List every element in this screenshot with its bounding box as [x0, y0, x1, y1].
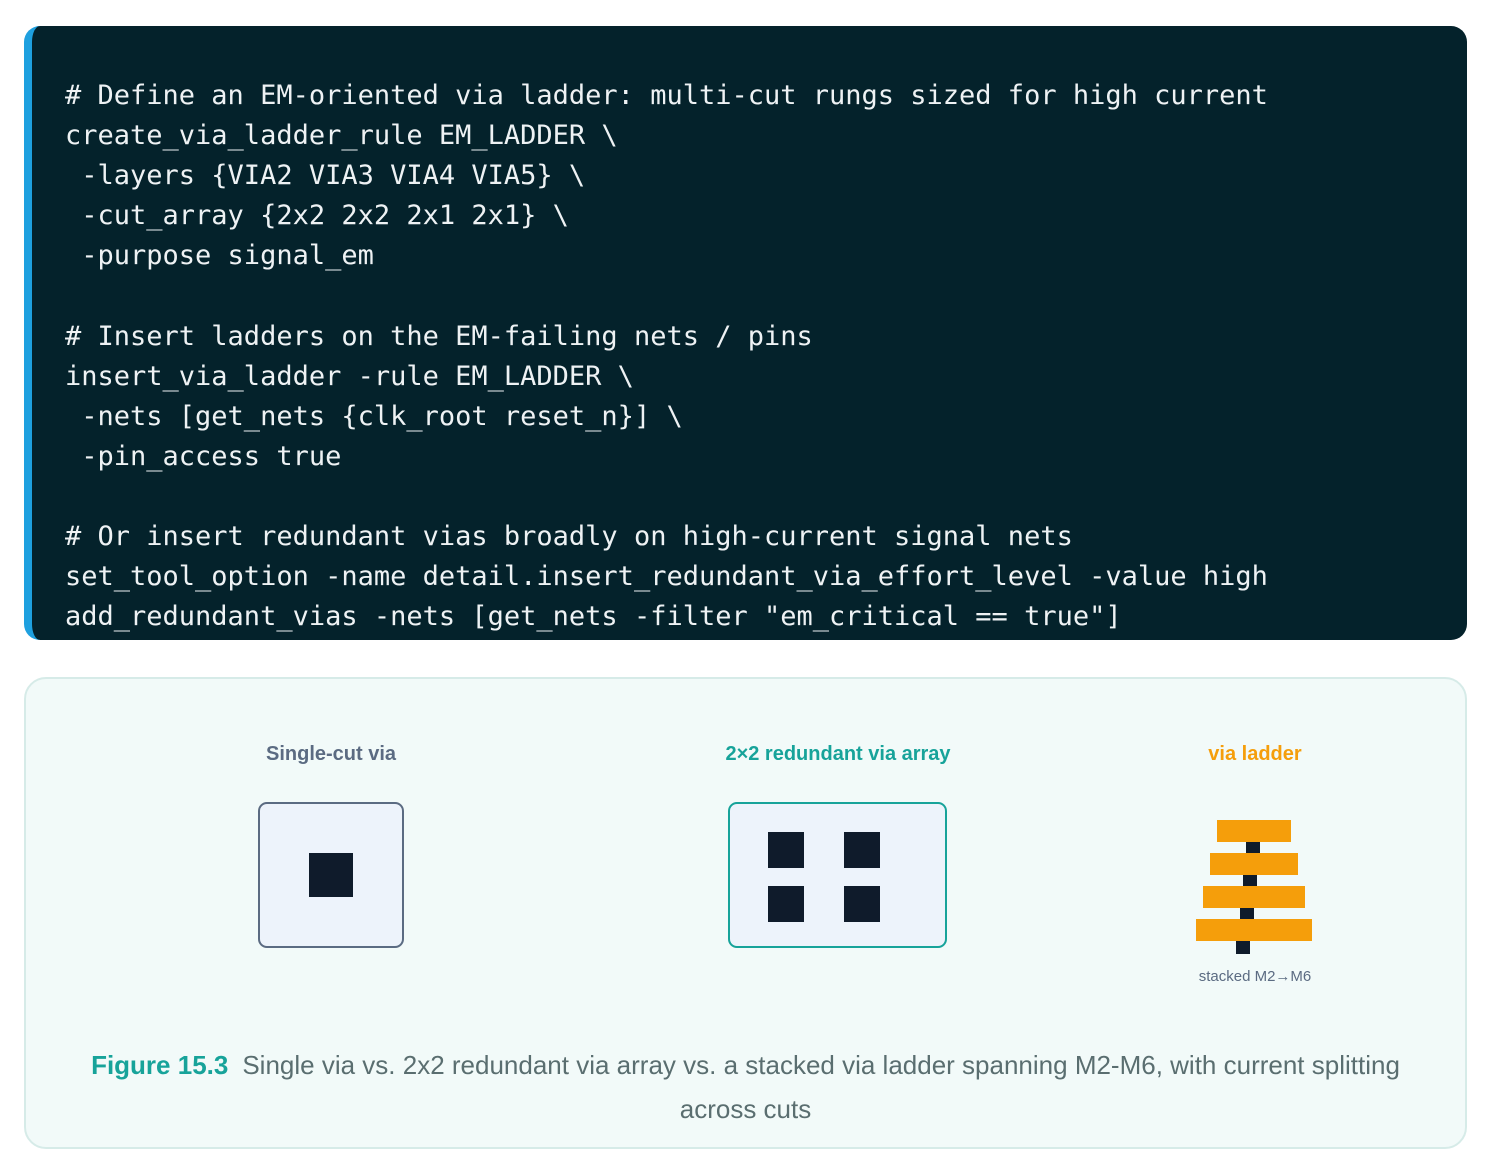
ladder-via-link — [1246, 839, 1260, 857]
ladder-via-link — [1243, 872, 1257, 890]
redundant-via-array-diagram — [728, 802, 947, 948]
code-line: -layers {VIA2 VIA3 VIA4 VIA5} \ — [65, 160, 586, 192]
via-cut — [768, 832, 804, 868]
ladder-rung — [1196, 919, 1312, 941]
code-line: -nets [get_nets {clk_root reset_n}] \ — [65, 400, 683, 432]
code-line — [65, 276, 1467, 316]
ladder-rung — [1217, 820, 1291, 842]
ladder-via-link — [1240, 905, 1254, 923]
single-cut-via-diagram — [258, 802, 404, 948]
code-line: -pin_access true — [65, 440, 342, 472]
figure: Single-cut via 2×2 redundant via array v… — [24, 677, 1467, 1149]
via-cut — [844, 886, 880, 922]
ladder-via-link — [1236, 938, 1250, 954]
ladder-rung — [1210, 853, 1298, 875]
code-line: # Or insert redundant vias broadly on hi… — [65, 521, 1073, 553]
via-cut — [844, 832, 880, 868]
redundant-via-array-title: 2×2 redundant via array — [725, 743, 951, 765]
figure-caption: Figure 15.3 Single via vs. 2x2 redundant … — [56, 1043, 1435, 1131]
via-ladder-title: via ladder — [1208, 743, 1302, 765]
code-line: create_via_ladder_rule EM_LADDER \ — [65, 120, 618, 152]
via-cut — [768, 886, 804, 922]
figure-label: Figure 15.3 — [91, 1050, 229, 1080]
code-block: # Define an EM-oriented via ladder: mult… — [24, 26, 1467, 640]
code-line — [65, 477, 1467, 517]
via-cut — [309, 853, 353, 897]
code-line: -cut_array {2x2 2x2 2x1 2x1} \ — [65, 200, 569, 232]
ladder-rung — [1203, 886, 1305, 908]
code-line: -purpose signal_em — [65, 240, 374, 272]
code-line: # Define an EM-oriented via ladder: mult… — [65, 80, 1268, 111]
code-line: add_redundant_vias -nets [get_nets -filt… — [65, 601, 1122, 633]
code-line: set_tool_option -name detail.insert_redu… — [65, 561, 1268, 593]
figure-caption-text: Single via vs. 2x2 redundant via array v… — [242, 1050, 1400, 1124]
single-cut-via-title: Single-cut via — [265, 743, 397, 765]
code-line: # Insert ladders on the EM-failing nets … — [65, 320, 813, 352]
code-line: insert_via_ladder -rule EM_LADDER \ — [65, 360, 634, 392]
code-lines: # Define an EM-oriented via ladder: mult… — [32, 26, 1467, 637]
via-ladder-note: stacked M2→M6 — [1198, 968, 1312, 985]
